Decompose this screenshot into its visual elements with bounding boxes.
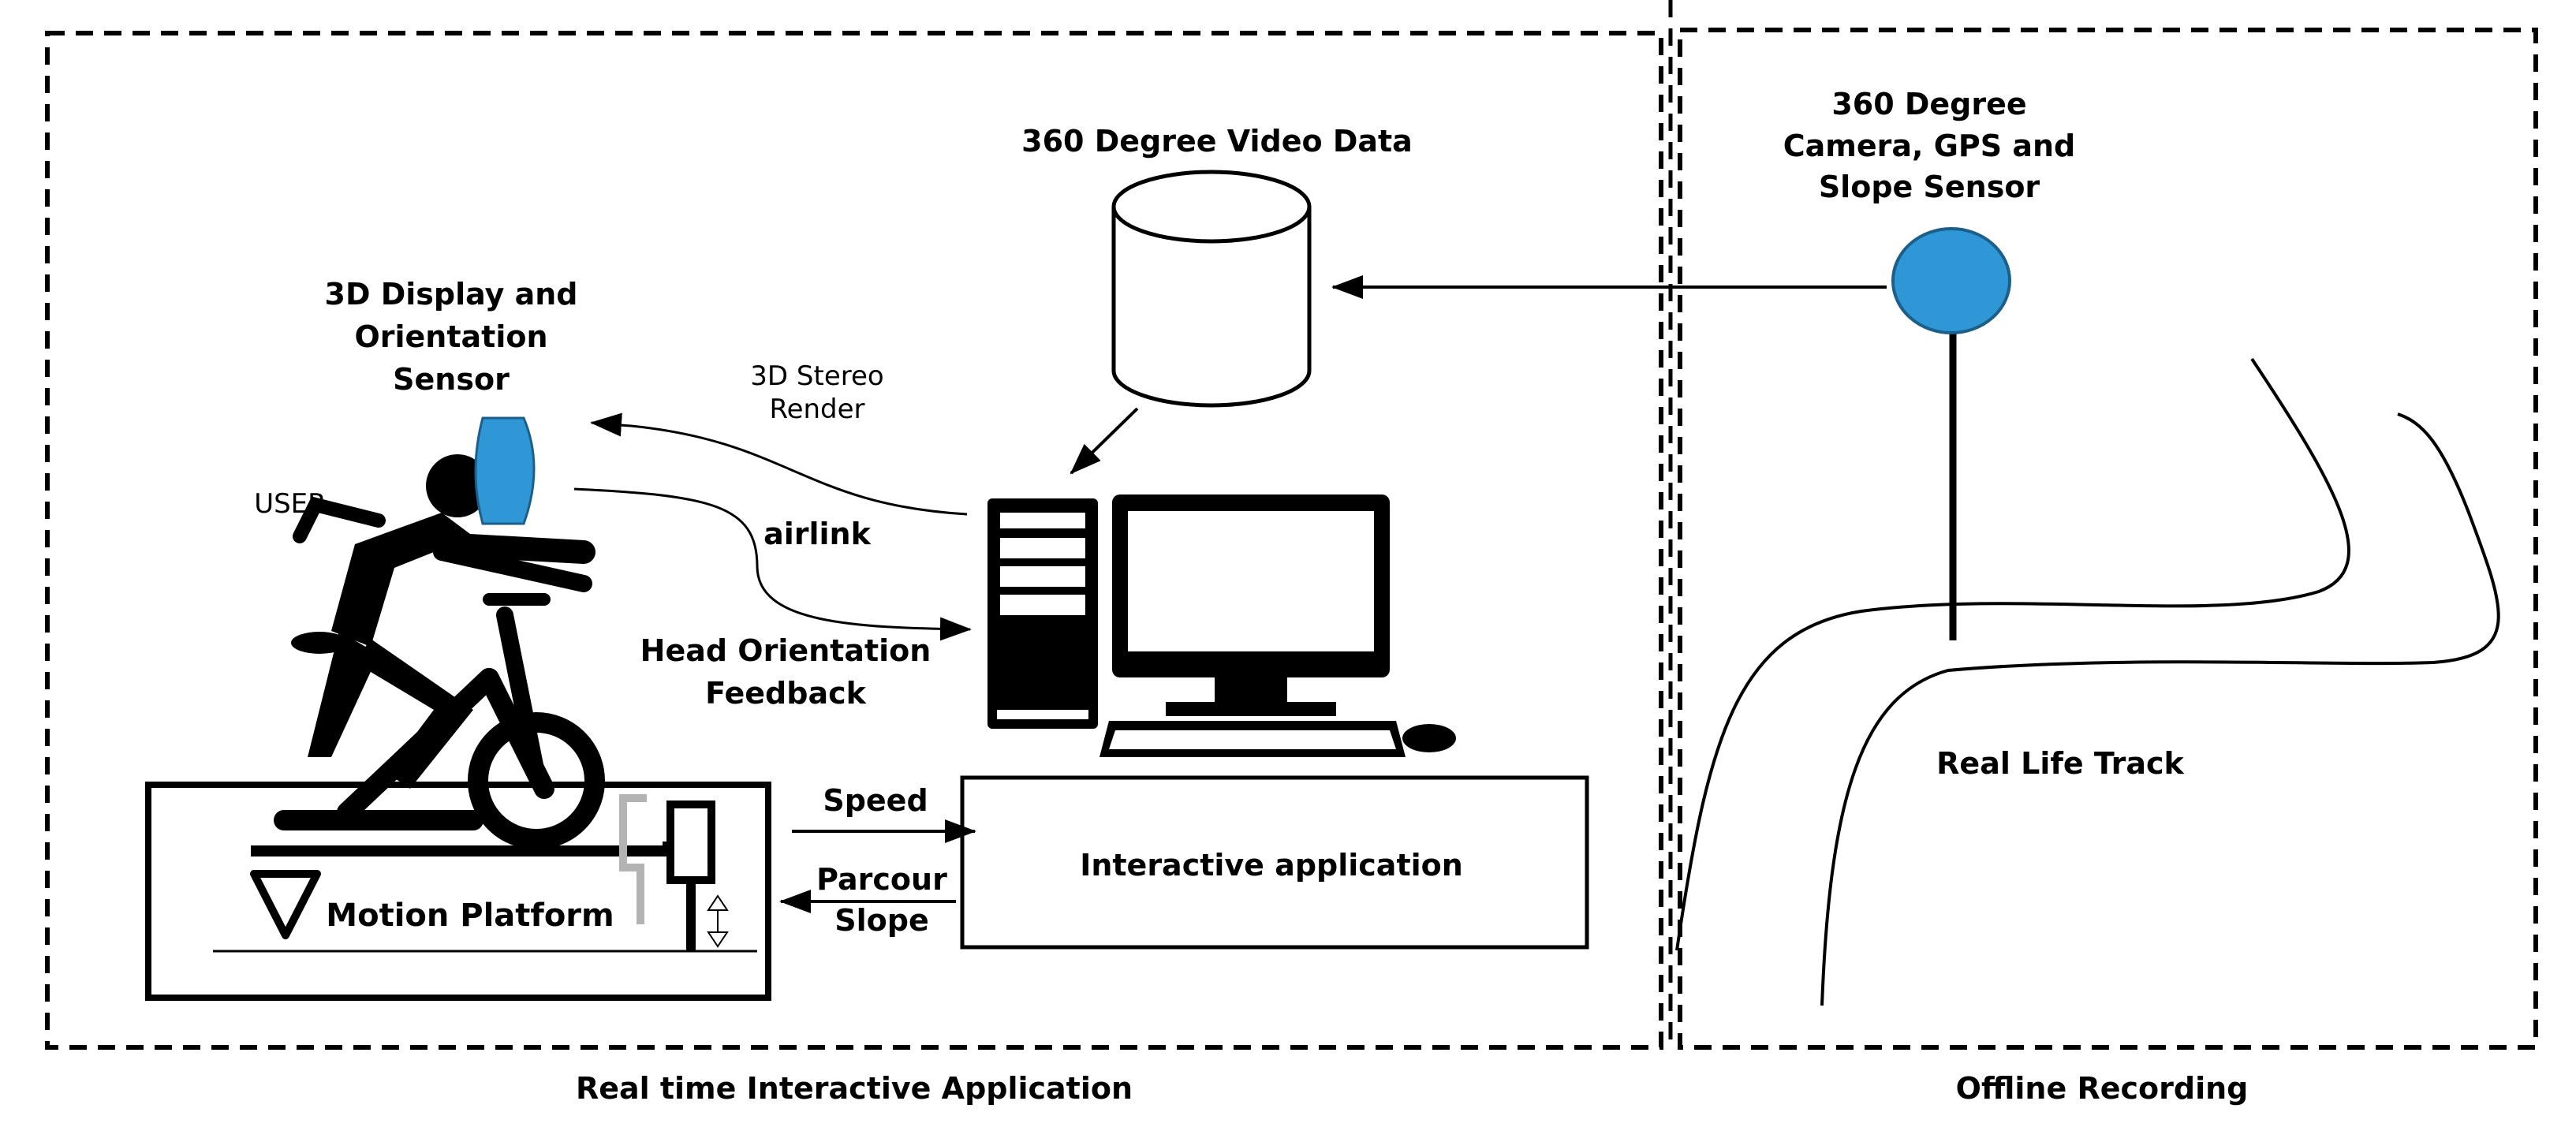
arrow-database-to-computer — [1070, 407, 1139, 475]
actuator-icon — [619, 794, 715, 951]
up-down-arrow-icon — [707, 894, 729, 948]
pivot-triangle-icon — [250, 870, 321, 939]
motion-platform-box — [145, 782, 771, 1001]
track-label: Real Life Track — [1936, 746, 2184, 781]
speed-label: Speed — [823, 783, 928, 818]
airlink-label: airlink — [763, 517, 872, 551]
stereo-label-line1: 3D Stereo — [750, 360, 883, 392]
offline-section-frame — [1678, 28, 2538, 1050]
track-right-edge — [1820, 412, 2500, 1006]
display-label-line3: Sensor — [393, 362, 510, 397]
cyclist-icon — [274, 454, 605, 849]
desktop-computer-icon — [987, 494, 1456, 757]
database-cylinder-icon — [1111, 170, 1312, 408]
video-data-label: 360 Degree Video Data — [1021, 124, 1413, 159]
arrow-stereo-render — [590, 412, 968, 516]
vr-headset-icon — [474, 416, 536, 525]
sensor-label-line3: Slope Sensor — [1819, 170, 2040, 204]
interactive-app-box — [960, 775, 1589, 950]
interactive-app-label: Interactive application — [1080, 848, 1463, 883]
parcour-label: Parcour — [816, 862, 947, 897]
realtime-section-label: Real time Interactive Application — [576, 1071, 1133, 1106]
sensor-label-line2: Camera, GPS and — [1783, 129, 2075, 163]
sensor-label-line1: 360 Degree — [1831, 87, 2026, 121]
slope-label: Slope — [834, 903, 928, 938]
stereo-label-line2: Render — [769, 394, 864, 425]
display-label-line1: 3D Display and — [325, 277, 578, 312]
motion-platform-label: Motion Platform — [326, 898, 614, 934]
track-left-edge — [1675, 357, 2350, 951]
head-label-line1: Head Orientation — [640, 633, 931, 668]
arrow-head-orientation — [573, 487, 972, 641]
display-label-line2: Orientation — [354, 319, 547, 354]
head-label-line2: Feedback — [705, 676, 867, 711]
realtime-section-frame — [45, 31, 1663, 1050]
offline-section-label: Offline Recording — [1956, 1071, 2249, 1106]
platform-plate — [251, 845, 677, 856]
sensor-ball — [1891, 227, 2011, 334]
user-label: USER — [254, 488, 327, 520]
camera-sensor-icon — [1891, 227, 2011, 640]
